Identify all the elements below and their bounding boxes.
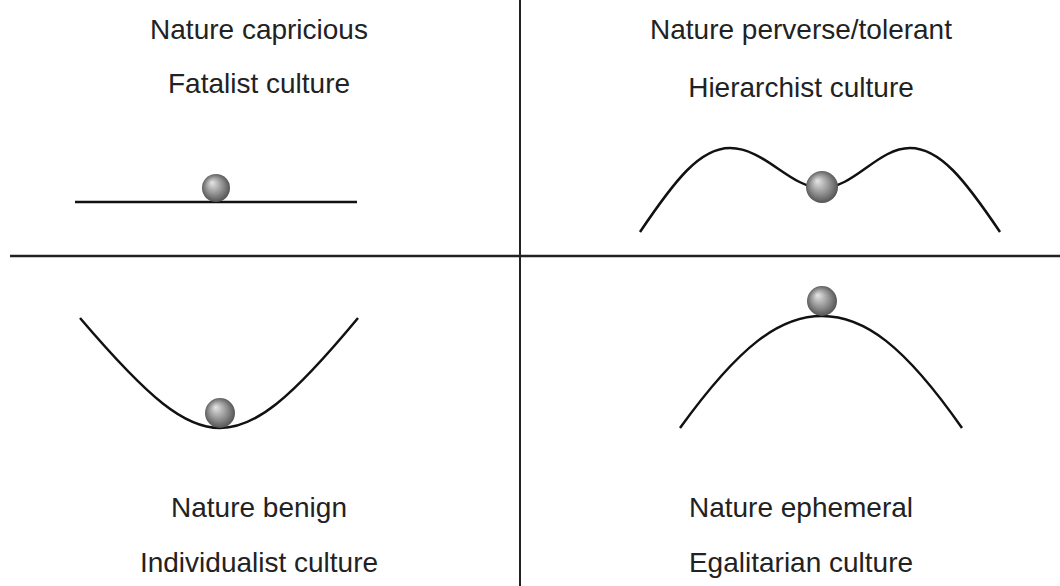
quadrant-label: Hierarchist culture: [546, 71, 1056, 105]
quadrant-label: Individualist culture: [4, 546, 514, 580]
vertical-divider: [519, 0, 521, 586]
quadrant-label: Nature capricious: [4, 13, 514, 47]
valley-landscape: [80, 318, 358, 428]
double-hump-landscape: [640, 148, 1000, 232]
quadrant-label: Fatalist culture: [4, 67, 514, 101]
quadrant-label: Nature benign: [4, 491, 514, 525]
horizontal-divider: [10, 255, 1060, 258]
ball: [806, 171, 838, 203]
quadrant-label: Nature ephemeral: [546, 491, 1056, 525]
ball: [202, 174, 230, 202]
ball: [205, 398, 235, 428]
ball: [807, 286, 837, 316]
quadrant-label: Egalitarian culture: [546, 546, 1056, 580]
quadrant-label: Nature perverse/tolerant: [546, 13, 1056, 47]
hill-landscape: [680, 316, 962, 428]
